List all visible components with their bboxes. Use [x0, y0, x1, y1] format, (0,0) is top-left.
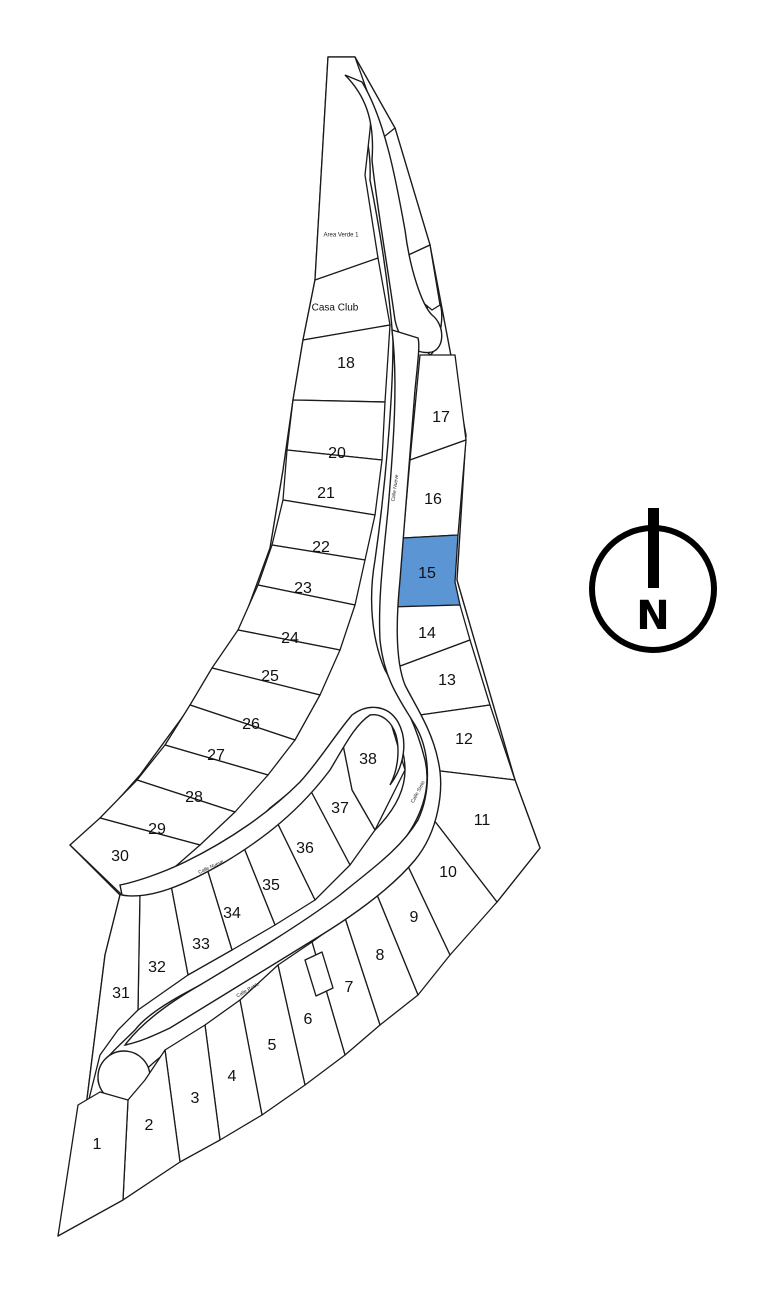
lot-label-8: 8 — [376, 947, 385, 964]
lot-label-4: 4 — [228, 1068, 237, 1085]
lot-label-24: 24 — [281, 630, 299, 647]
lot-labels: 1 2 3 4 5 6 7 8 9 10 11 12 13 14 15 16 1… — [93, 355, 491, 1153]
lot-label-15: 15 — [418, 565, 436, 582]
lot-label-10: 10 — [439, 864, 457, 881]
lot-label-36: 36 — [296, 840, 314, 857]
lot-label-37: 37 — [331, 800, 349, 817]
lot-label-2: 2 — [145, 1117, 154, 1134]
lot-label-7: 7 — [345, 979, 354, 996]
lot-label-33: 33 — [192, 936, 210, 953]
lot-label-38: 38 — [359, 751, 377, 768]
lot-label-30: 30 — [111, 848, 129, 865]
lot-label-31: 31 — [112, 985, 130, 1002]
lot-label-21: 21 — [317, 485, 335, 502]
lot-label-20: 20 — [328, 445, 346, 462]
lot-label-13: 13 — [438, 672, 456, 689]
lot-label-22: 22 — [312, 539, 330, 556]
lot-label-1: 1 — [93, 1136, 102, 1153]
lot-label-9: 9 — [410, 909, 419, 926]
lot-label-17: 17 — [432, 409, 450, 426]
lot-label-12: 12 — [455, 731, 473, 748]
area-verde-label: Area Verde 1 — [323, 233, 359, 239]
main-road-corridor — [344, 74, 443, 354]
utility-parcel — [304, 951, 334, 997]
lots-layer — [57, 56, 541, 1237]
lot-label-5: 5 — [268, 1037, 277, 1054]
lot-label-27: 27 — [207, 747, 225, 764]
loop-road — [119, 706, 405, 897]
lot-label-35: 35 — [262, 877, 280, 894]
lot-label-16: 16 — [424, 491, 442, 508]
lot-label-11: 11 — [474, 812, 491, 829]
lot-label-25: 25 — [261, 668, 279, 685]
lot-label-6: 6 — [304, 1011, 313, 1028]
lot-label-26: 26 — [242, 716, 260, 733]
lot-1[interactable] — [57, 1091, 129, 1237]
lot-label-29: 29 — [148, 821, 166, 838]
north-label: N — [636, 593, 669, 639]
lot-label-32: 32 — [148, 959, 166, 976]
lot-label-23: 23 — [294, 580, 312, 597]
area-verde-parcel — [314, 56, 379, 281]
north-arrow-icon: N — [589, 508, 717, 653]
lot-31[interactable] — [84, 889, 141, 1116]
lot-label-3: 3 — [191, 1090, 200, 1107]
lot-label-34: 34 — [223, 905, 241, 922]
lot-label-28: 28 — [185, 789, 203, 806]
street-label-main: Calle Nueve — [390, 474, 400, 502]
lot-label-14: 14 — [418, 625, 436, 642]
spine-road — [123, 329, 442, 1047]
casa-club-label: Casa Club — [312, 303, 359, 314]
lot-label-18: 18 — [337, 355, 355, 372]
